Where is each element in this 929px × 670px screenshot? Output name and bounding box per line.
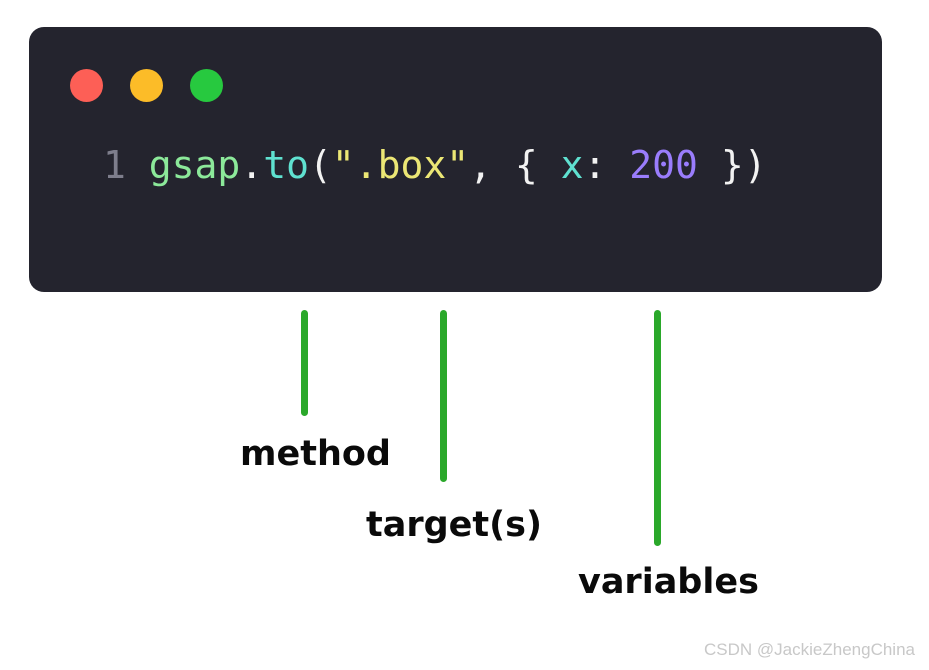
code-token-property: x xyxy=(560,143,584,187)
code-gap xyxy=(126,143,149,187)
code-line: 1 gsap.to(".box", { x: 200 }) xyxy=(103,139,767,191)
callout-label-variables: variables xyxy=(578,562,759,602)
callout-label-targets: target(s) xyxy=(366,505,542,545)
code-token-number: 200 xyxy=(629,143,698,187)
connector-line-targets xyxy=(440,310,447,482)
code-token-dot: . xyxy=(240,143,264,187)
connector-line-method xyxy=(301,310,308,416)
code-token-string: ".box" xyxy=(331,143,470,187)
code-window: 1 gsap.to(".box", { x: 200 }) xyxy=(29,27,882,292)
code-token-object: gsap xyxy=(148,143,241,187)
window-titlebar xyxy=(70,69,223,102)
callout-label-method: method xyxy=(240,434,391,474)
code-token-close: }) xyxy=(697,143,767,187)
code-token-method: to xyxy=(263,143,309,187)
code-token-open-paren: ( xyxy=(308,143,332,187)
code-token-comma-brace: , { xyxy=(469,143,561,187)
line-number: 1 xyxy=(103,143,126,187)
code-token-colon: : xyxy=(583,143,630,187)
close-button-dot-icon[interactable] xyxy=(70,69,103,102)
minimize-button-dot-icon[interactable] xyxy=(130,69,163,102)
watermark: CSDN @JackieZhengChina xyxy=(704,640,915,659)
connector-line-variables xyxy=(654,310,661,546)
maximize-button-dot-icon[interactable] xyxy=(190,69,223,102)
